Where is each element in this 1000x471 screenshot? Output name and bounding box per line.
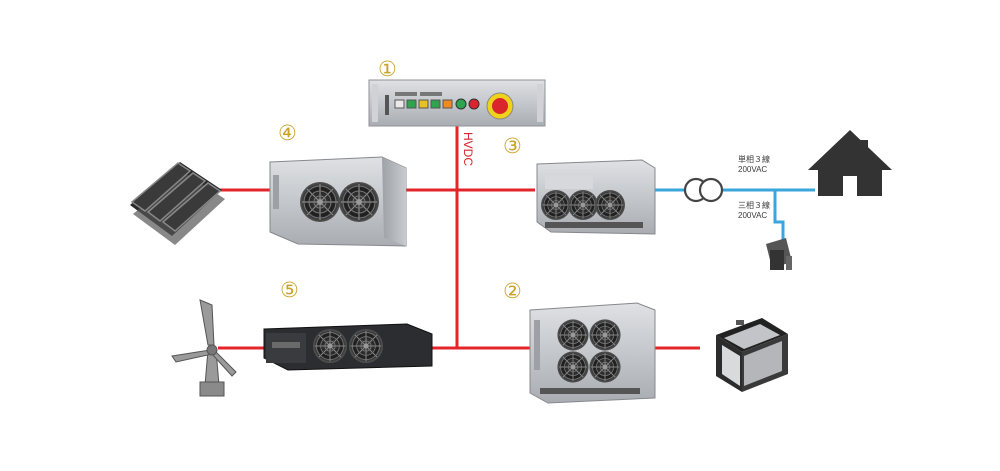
wind-turbine-icon — [171, 299, 237, 397]
label-battery-number: ② — [503, 280, 522, 303]
solar-converter-unit — [269, 156, 407, 247]
label-controller-number: ① — [378, 58, 397, 81]
ac-line-factory — [773, 190, 785, 245]
wind-converter-unit — [263, 323, 433, 371]
inverter-unit — [536, 159, 656, 235]
house-icon — [808, 130, 892, 196]
ac-lines — [650, 188, 815, 245]
label-single-phase-1: 単相３線 — [738, 154, 770, 164]
battery-converter-unit — [529, 302, 656, 404]
label-inverter-number: ③ — [503, 135, 522, 158]
label-three-phase-2: 200VAC — [738, 211, 767, 220]
label-three-phase-1: 三相３線 — [738, 200, 770, 210]
battery-icon — [716, 318, 788, 392]
label-hvdc: HVDC — [461, 132, 475, 166]
solar-panel-icon — [130, 162, 225, 245]
label-single-phase-2: 200VAC — [738, 165, 767, 174]
label-solar-number: ④ — [278, 122, 297, 145]
transformer-icon — [683, 177, 724, 203]
controller-unit — [368, 79, 546, 127]
factory-icon — [766, 238, 792, 270]
label-wind-number: ⑤ — [280, 279, 299, 302]
